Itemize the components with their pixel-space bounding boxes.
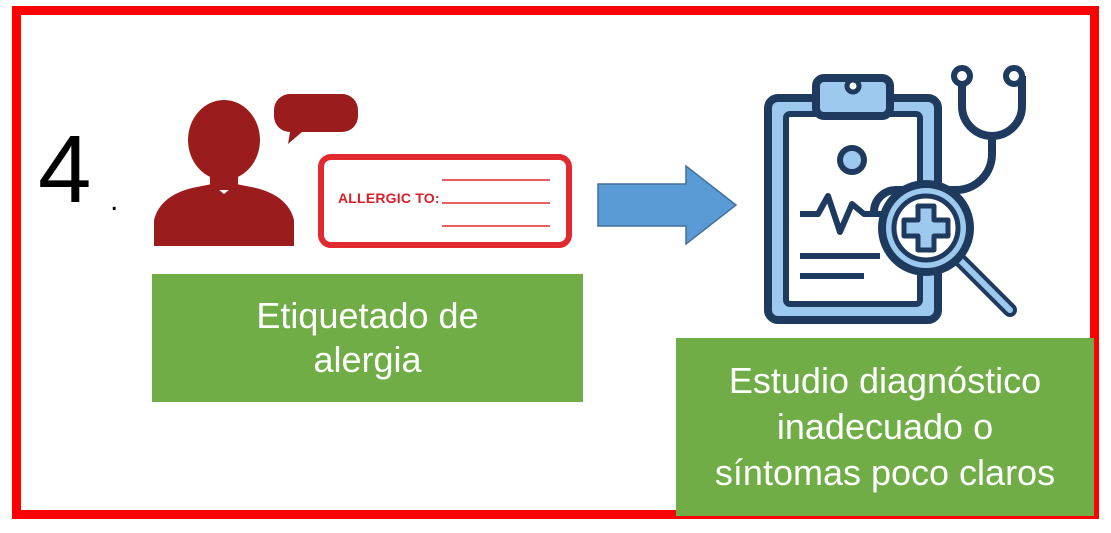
step-dot: .: [110, 184, 119, 217]
label-2-line-1: Estudio diagnóstico: [728, 360, 1042, 401]
allergy-card-icon: [318, 154, 572, 248]
arrow-right-icon: [597, 164, 738, 246]
label-2-line-2: inadecuado o: [776, 406, 994, 447]
label-1-line-1: Etiquetado de: [256, 295, 479, 336]
label-diagnostic-study: Estudio diagnóstico inadecuado o síntoma…: [676, 338, 1094, 516]
person-speaking-icon: [154, 94, 358, 246]
label-2-line-3: síntomas poco claros: [714, 452, 1056, 493]
step-number: 4: [38, 116, 92, 223]
label-allergy-tagging: Etiquetado de alergia: [152, 274, 583, 402]
clipboard-stethoscope-icon: [764, 65, 1026, 324]
label-1-line-2: alergia: [313, 339, 422, 380]
allergy-card-text: ALLERGIC TO:: [338, 190, 440, 206]
